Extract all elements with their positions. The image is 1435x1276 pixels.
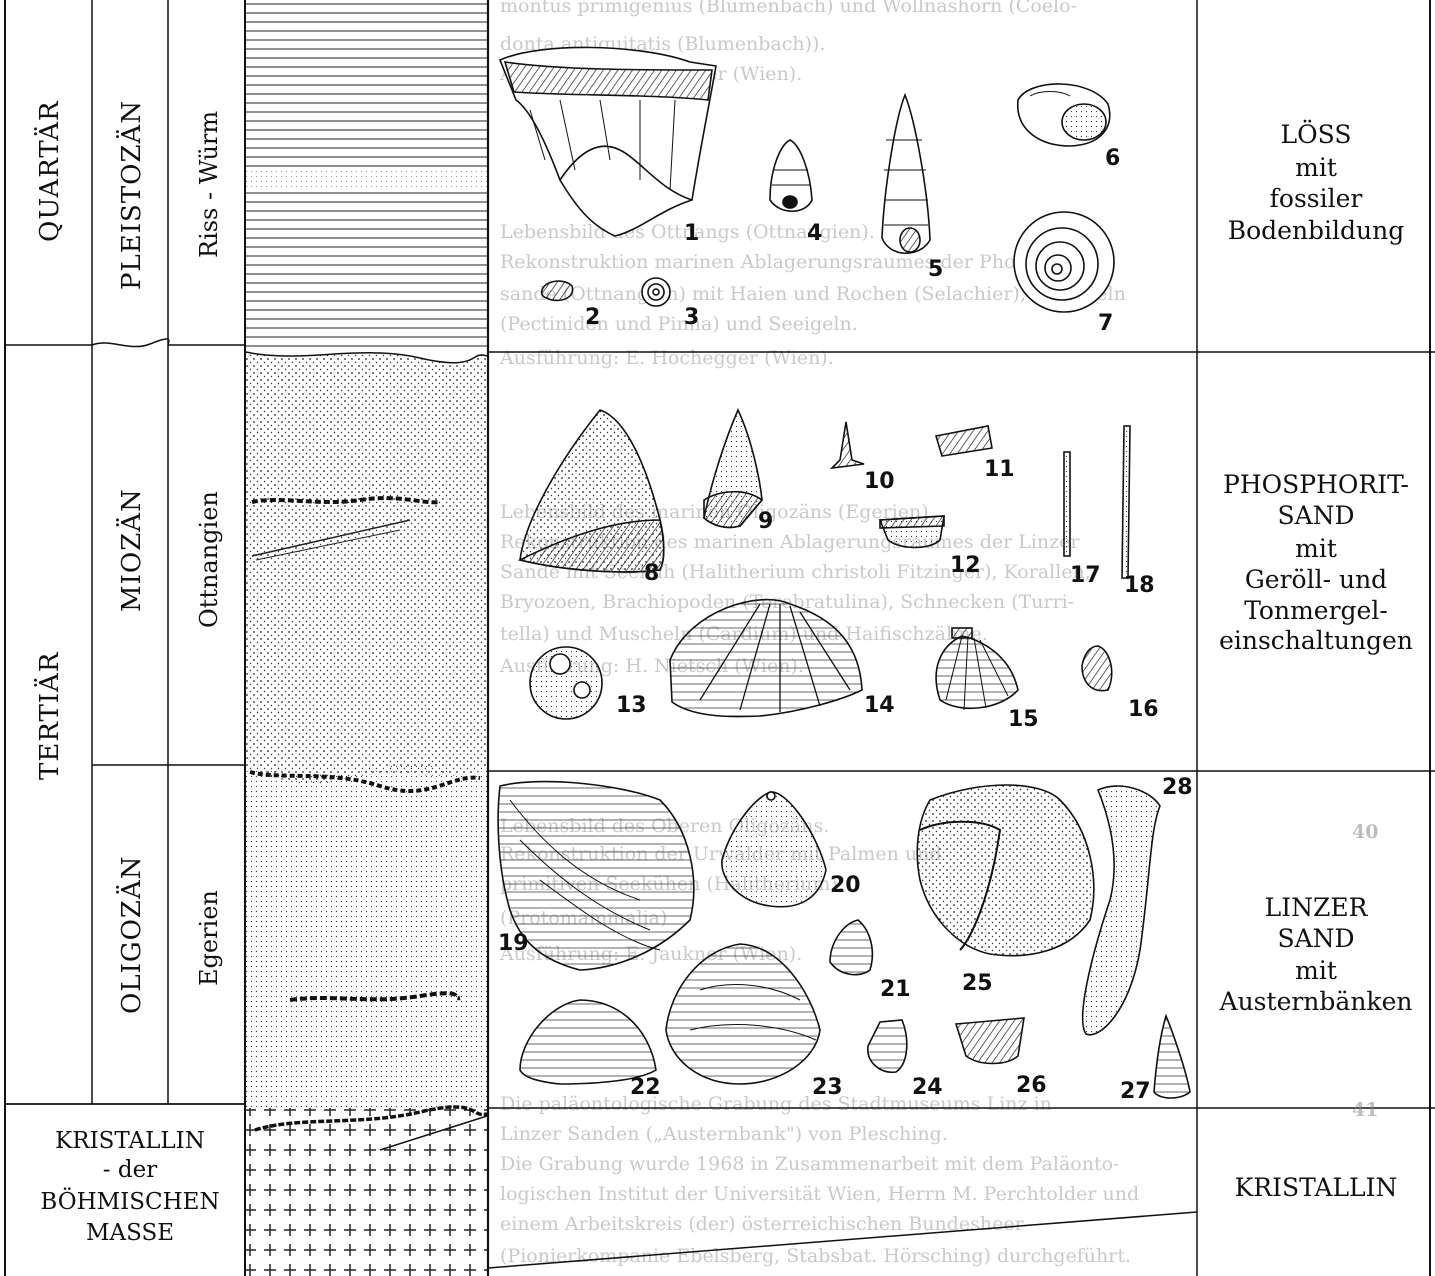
fossil-22-clam xyxy=(520,1000,656,1084)
fossil-number: 9 xyxy=(758,509,773,534)
phosphorit-label-line: SAND xyxy=(1277,501,1354,530)
fossil-24-shell xyxy=(868,1020,907,1072)
fossil-9-shark-tooth xyxy=(704,410,762,527)
fossil-number: 2 xyxy=(585,305,600,330)
linzer-sand-layer xyxy=(246,762,487,1108)
bleed-text-line: Ausführung: E. Hochegger (Wien). xyxy=(499,347,834,369)
fossil-4-snail xyxy=(770,140,812,211)
bleed-text-line: Die Grabung wurde 1968 in Zusammenarbeit… xyxy=(500,1153,1119,1175)
fossil-6-snail xyxy=(1018,84,1110,146)
fossil-7-snail xyxy=(1014,212,1114,312)
stage-label-ottnangien: Ottnangien xyxy=(195,491,223,628)
fossil-number: 26 xyxy=(1016,1073,1047,1098)
fossil-number: 27 xyxy=(1120,1079,1151,1104)
era-label-quartaer: QUARTÄR xyxy=(34,100,65,242)
fossil-14-brachiopod xyxy=(670,600,862,717)
bleed-text-line: Rekonstruktion marinen Ablagerungsraumes… xyxy=(500,251,1090,273)
fossil-18-spine xyxy=(1122,426,1130,578)
basement-label-line: MASSE xyxy=(86,1220,174,1246)
fossil-number: 16 xyxy=(1128,697,1159,722)
fossil-number: 6 xyxy=(1105,146,1120,171)
fossil-number: 10 xyxy=(864,469,895,494)
basement-label-line: - der xyxy=(103,1157,157,1183)
fossil-8-shark-tooth xyxy=(520,410,664,572)
fossil-1-tooth xyxy=(500,47,716,236)
vertical-labels: QUARTÄR TERTIÄR PLEISTOZÄN MIOZÄN OLIGOZ… xyxy=(34,100,223,1014)
bleed-text-line: montus primigenius (Blumenbach) und Woll… xyxy=(500,0,1077,17)
fossil-number: 11 xyxy=(984,457,1015,482)
basement-label-line: KRISTALLIN xyxy=(55,1128,205,1154)
fossil-11-ray-tooth xyxy=(936,426,992,456)
right-labels: LÖSS mit fossiler Bodenbildung PHOSPHORI… xyxy=(1219,120,1413,1202)
fossil-20-brachiopod xyxy=(722,792,826,907)
epoch-label-miozaen: MIOZÄN xyxy=(116,488,147,612)
lithology-column xyxy=(246,0,487,1276)
bleed-text-line: Die paläontologische Grabung des Stadtmu… xyxy=(500,1093,1052,1115)
loess-label-line: mit xyxy=(1295,153,1337,182)
fossil-number: 24 xyxy=(912,1075,943,1100)
phosphorit-sand-layer xyxy=(246,352,487,784)
loess-label-line: Bodenbildung xyxy=(1228,216,1405,245)
fossil-number: 23 xyxy=(812,1075,843,1100)
linzer-label-line: SAND xyxy=(1277,924,1354,953)
phosphorit-label-line: Geröll- und xyxy=(1245,565,1387,594)
fossil-16-scallop xyxy=(1082,646,1112,691)
loess-label-line: fossiler xyxy=(1270,184,1363,213)
fossil-5-snail xyxy=(882,95,930,253)
fossil-21-shell xyxy=(830,920,872,975)
fossil-number: 25 xyxy=(962,971,993,996)
fossil-17-spine xyxy=(1064,452,1070,556)
fossil-3-snail xyxy=(642,278,670,306)
fossil-number: 28 xyxy=(1162,775,1193,800)
fossil-25-oyster xyxy=(917,785,1094,956)
fossil-number: 4 xyxy=(807,221,822,246)
epoch-label-oligozaen: OLIGOZÄN xyxy=(116,855,147,1014)
phosphorit-label-line: mit xyxy=(1295,534,1337,563)
fossil-26-coral xyxy=(956,1018,1024,1064)
bleed-text-line: (Pectiniden und Pinna) und Seeigeln. xyxy=(500,313,858,335)
fossil-number: 22 xyxy=(630,1075,661,1100)
fossil-23-oyster xyxy=(666,944,820,1084)
stage-label-egerien: Egerien xyxy=(195,890,223,986)
crystalline-basement-layer xyxy=(246,1108,487,1276)
fossil-number: 3 xyxy=(684,305,699,330)
fossil-number: 21 xyxy=(880,977,911,1002)
era-label-tertiaer: TERTIÄR xyxy=(34,651,65,780)
fossil-2-snail xyxy=(542,281,573,300)
bleed-text-line: Linzer Sanden („Austernbank") von Plesch… xyxy=(500,1123,948,1145)
fossil-10-tooth xyxy=(832,422,864,468)
stage-label-riss-wuerm: Riss - Würm xyxy=(195,111,223,258)
phosphorit-label-line: PHOSPHORIT- xyxy=(1223,470,1409,499)
basement-label-line: BÖHMISCHEN xyxy=(40,1188,219,1215)
fossil-number: 5 xyxy=(928,257,943,282)
fossil-27-turritella xyxy=(1154,1016,1190,1098)
fossil-28-bone xyxy=(1083,786,1160,1035)
phosphorit-label-line: einschaltungen xyxy=(1219,626,1413,655)
fossil-13-bryozoan xyxy=(530,647,602,719)
fossil-number: 19 xyxy=(498,931,529,956)
basement-label: KRISTALLIN - der BÖHMISCHEN MASSE xyxy=(40,1128,219,1246)
linzer-label-line: mit xyxy=(1295,956,1337,985)
linzer-label-line: Austernbänken xyxy=(1219,987,1413,1016)
fossil-number: 20 xyxy=(830,873,861,898)
fossil-number: 12 xyxy=(950,553,981,578)
bleed-text-line: logischen Institut der Universität Wien,… xyxy=(500,1183,1139,1205)
fossil-number: 15 xyxy=(1008,707,1039,732)
linzer-label-line: LINZER xyxy=(1265,893,1369,922)
epoch-label-pleistozaen: PLEISTOZÄN xyxy=(116,100,147,290)
bleed-text-line: (Pionierkompanie Ebelsberg, Stabsbat. Hö… xyxy=(500,1245,1131,1267)
fossil-number: 1 xyxy=(684,221,699,246)
fossil-number: 18 xyxy=(1124,573,1155,598)
side-number: 40 xyxy=(1352,821,1378,843)
fossil-number: 14 xyxy=(864,693,895,718)
kristallin-label: KRISTALLIN xyxy=(1235,1173,1398,1202)
fossil-number: 8 xyxy=(644,561,659,586)
fossil-number: 17 xyxy=(1070,563,1101,588)
fossil-number: 7 xyxy=(1098,311,1113,336)
phosphorit-label-line: Tonmergel- xyxy=(1244,596,1388,625)
loess-label-line: LÖSS xyxy=(1281,120,1352,149)
side-number: 41 xyxy=(1352,1099,1378,1121)
fossil-number: 13 xyxy=(616,693,647,718)
